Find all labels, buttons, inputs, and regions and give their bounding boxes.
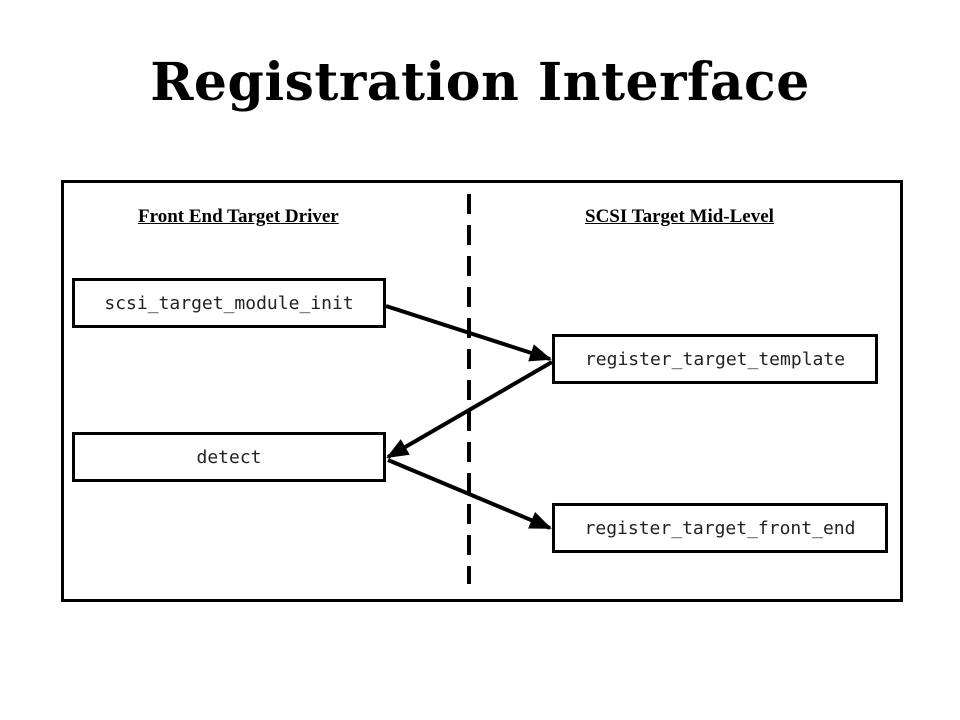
slide-title: Registration Interface xyxy=(150,52,810,113)
arrow-init-to-template xyxy=(385,304,552,362)
detect-box: detect xyxy=(72,432,386,482)
arrow-detect-to-front-end xyxy=(387,458,552,530)
scsi-target-module-init-box: scsi_target_module_init xyxy=(72,278,386,328)
front-end-driver-heading: Front End Target Driver xyxy=(138,206,339,227)
register-target-template-box: register_target_template xyxy=(552,334,878,384)
diagram-frame xyxy=(61,180,903,602)
arrow-template-to-detect xyxy=(386,360,554,459)
mid-level-heading: SCSI Target Mid-Level xyxy=(585,206,774,227)
register-target-front-end-box: register_target_front_end xyxy=(552,503,888,553)
